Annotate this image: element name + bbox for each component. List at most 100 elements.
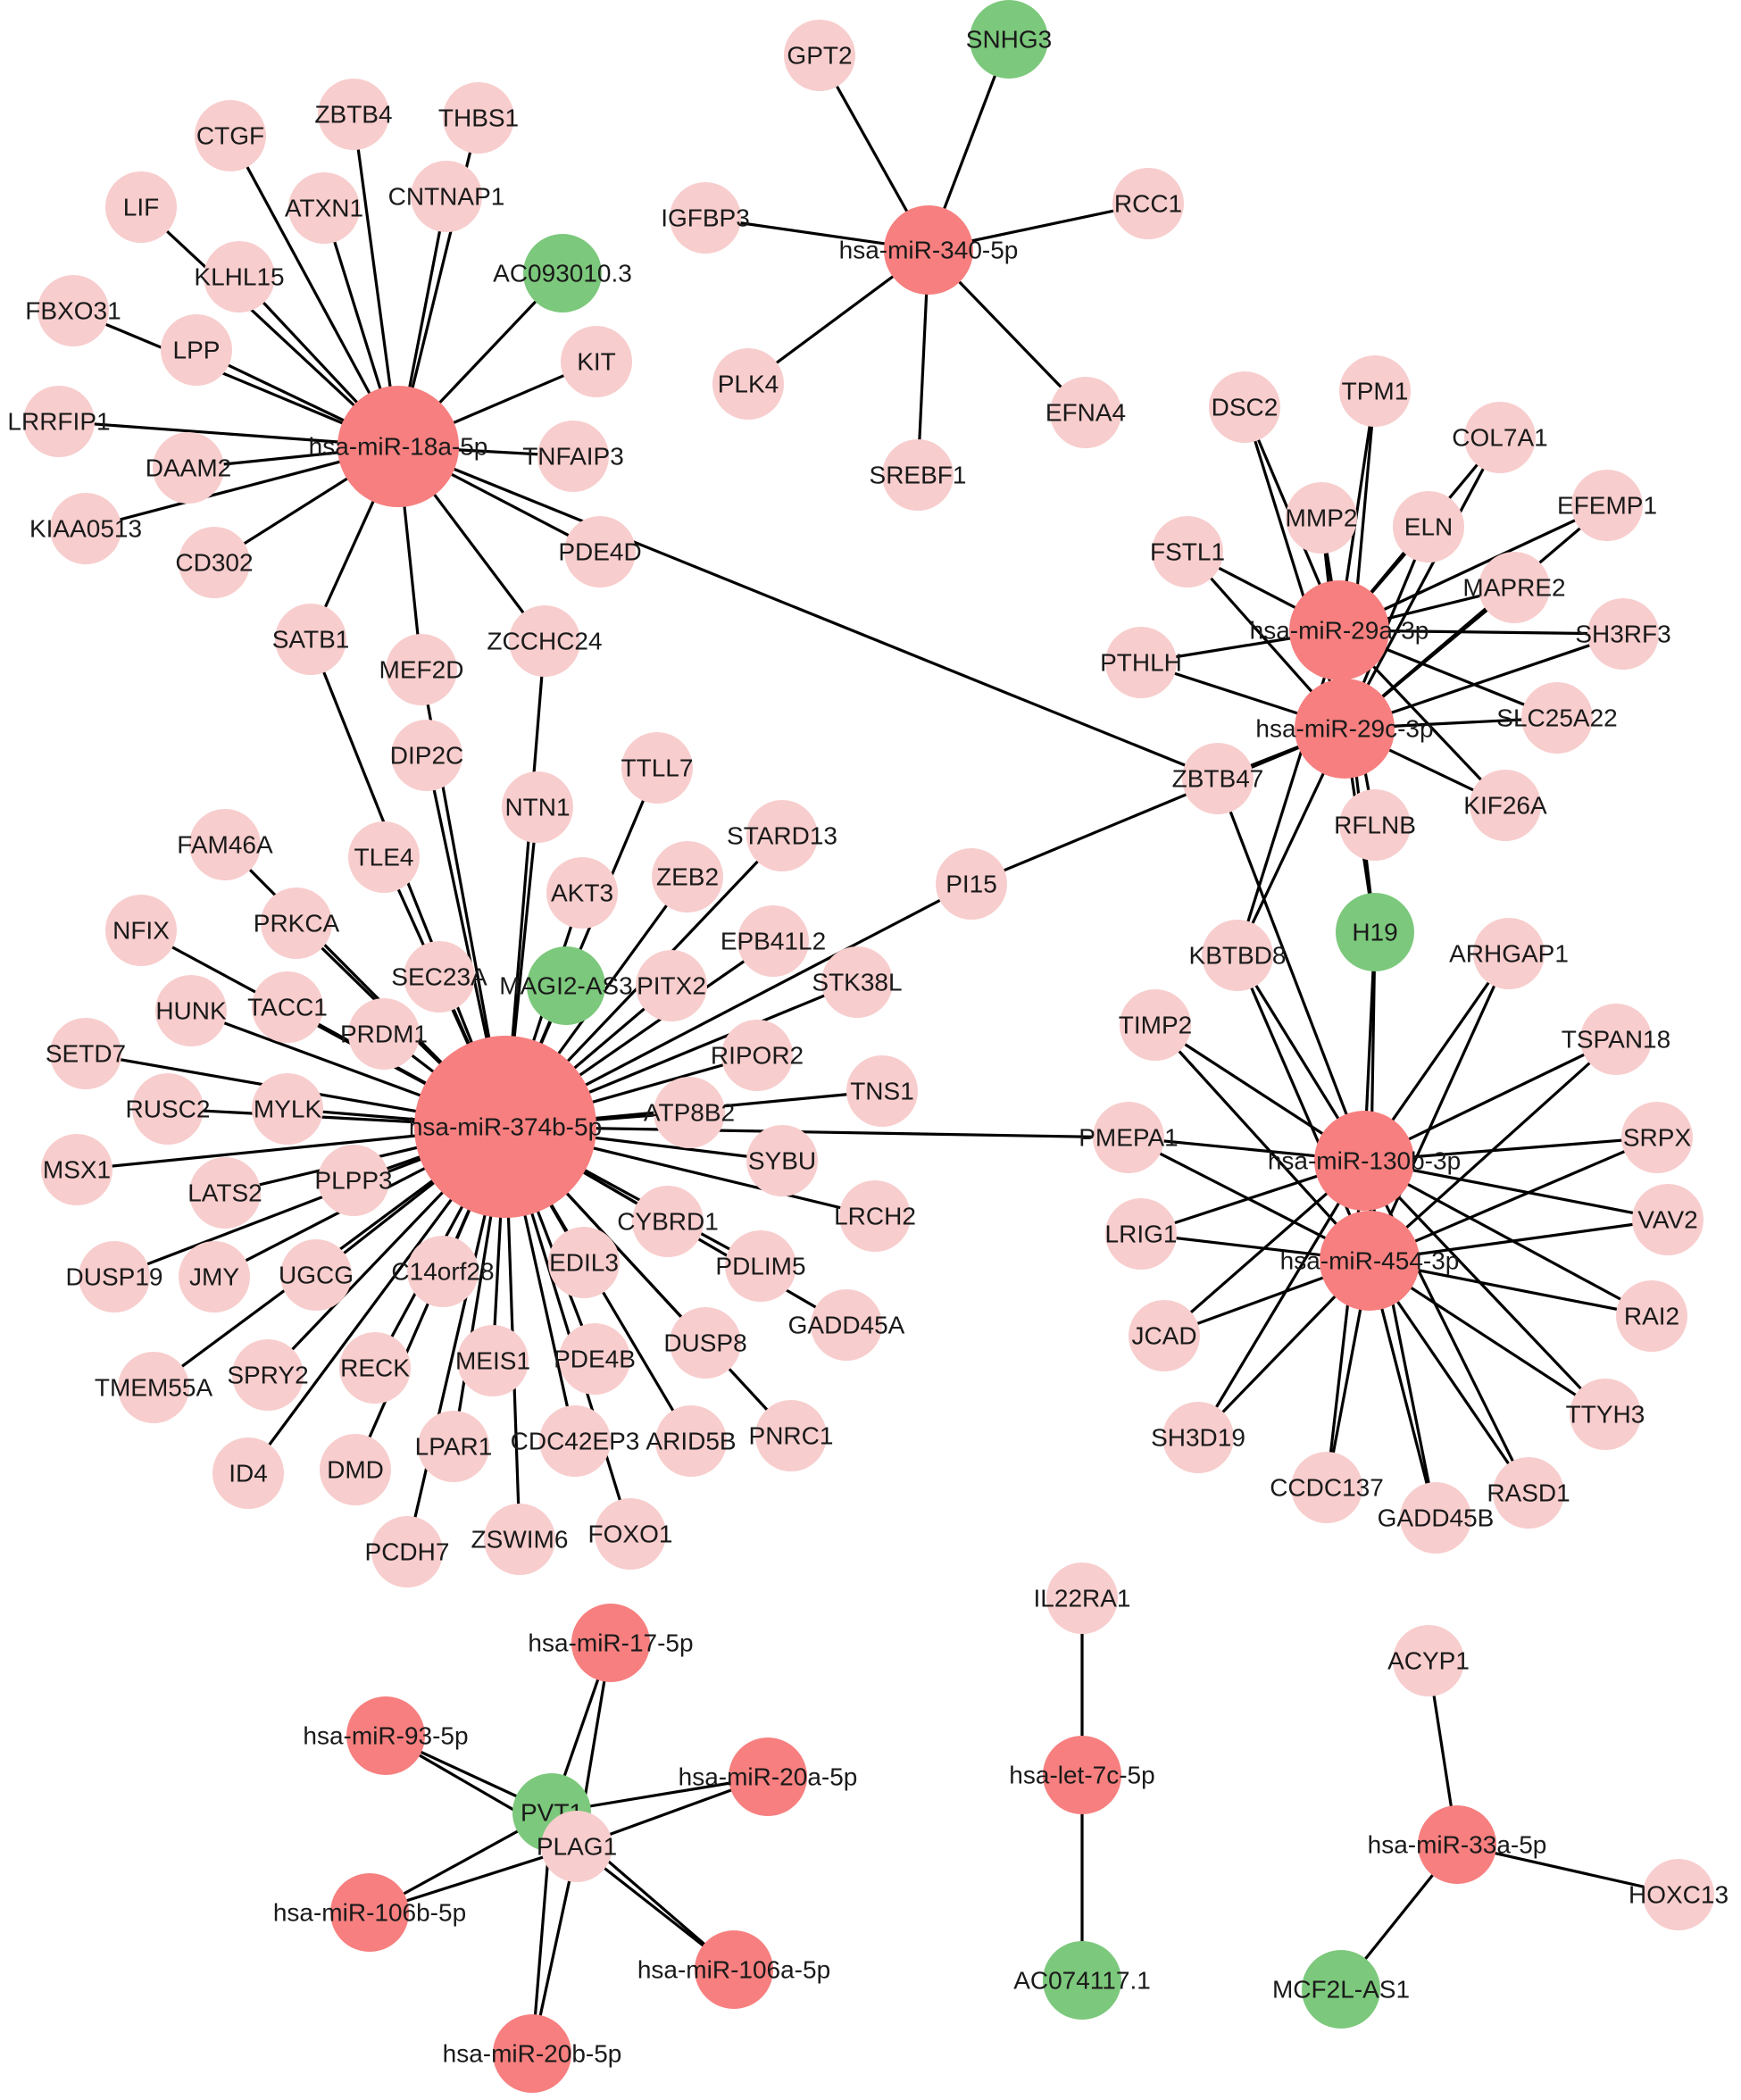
node-akt3: AKT3 — [546, 857, 618, 929]
mirna-node-circle — [729, 1738, 807, 1816]
node-plag1: PLAG1 — [537, 1811, 617, 1882]
node-label: PMEPA1 — [1079, 1124, 1179, 1152]
mrna-node-circle — [118, 1352, 189, 1423]
node-zbtb47: ZBTB47 — [1172, 743, 1263, 814]
mrna-node-circle — [212, 1438, 284, 1509]
node-mapre2: MAPRE2 — [1462, 552, 1566, 623]
node-label: FOXO1 — [588, 1521, 673, 1548]
node-dusp19: DUSP19 — [66, 1241, 163, 1312]
edge-hsa-mir-130b-3p-to-sh3d19 — [1196, 1160, 1366, 1438]
node-label: TNS1 — [850, 1078, 914, 1105]
node-timp2: TIMP2 — [1119, 989, 1192, 1061]
node-label: IGFBP3 — [661, 204, 750, 232]
node-epb41l2: EPB41L2 — [721, 905, 826, 977]
node-label: FSTL1 — [1150, 538, 1225, 566]
mrna-node-circle — [318, 79, 389, 150]
node-label: TIMP2 — [1119, 1012, 1192, 1039]
mrna-node-circle — [746, 1125, 818, 1196]
mrna-node-circle — [539, 1405, 611, 1477]
node-hsa-mir-29a-3p: hsa-miR-29a-3p — [1250, 580, 1429, 680]
node-c14orf28: C14orf28 — [391, 1236, 495, 1307]
mrna-node-circle — [654, 1077, 725, 1148]
node-gadd45a: GADD45A — [788, 1289, 905, 1361]
mrna-node-circle — [391, 720, 462, 791]
node-gadd45b: GADD45B — [1378, 1482, 1495, 1554]
node-foxo1: FOXO1 — [588, 1498, 673, 1570]
node-mylk: MYLK — [252, 1073, 323, 1145]
node-label: ID4 — [229, 1460, 268, 1488]
mirna-node-circle — [1043, 1736, 1121, 1814]
node-label: LATS2 — [187, 1179, 262, 1207]
node-hsa-mir-33a-5p: hsa-miR-33a-5p — [1368, 1805, 1546, 1884]
mrna-node-circle — [1202, 920, 1273, 991]
node-label: TSPAN18 — [1562, 1026, 1670, 1054]
node-label: ATP8B2 — [644, 1099, 735, 1127]
node-label: TNFAIP3 — [522, 443, 624, 471]
edge-hsa-mir-29c-3p-to-pi15 — [970, 727, 1345, 886]
mrna-node-circle — [1209, 371, 1280, 443]
mrna-node-circle — [595, 1498, 666, 1570]
node-rcc1: RCC1 — [1112, 168, 1184, 239]
mrna-node-circle — [37, 275, 109, 346]
node-label: PRKCA — [254, 910, 340, 938]
node-label: hsa-miR-130b-3p — [1268, 1147, 1461, 1175]
edge-hsa-mir-454-3p-to-tspan18 — [1368, 1038, 1618, 1262]
node-label: LPAR1 — [415, 1433, 493, 1461]
node-label: ATXN1 — [285, 195, 363, 222]
node-atxn1: ATXN1 — [285, 172, 363, 244]
node-dsc2: DSC2 — [1209, 371, 1280, 443]
node-label: PITX2 — [637, 972, 706, 1000]
mrna-node-circle — [195, 100, 266, 171]
node-label: hsa-miR-18a-5p — [309, 433, 488, 461]
node-label: VAV2 — [1637, 1206, 1697, 1234]
node-label: SNHG3 — [966, 26, 1052, 54]
node-label: ZBTB4 — [314, 101, 392, 129]
mrna-node-circle — [1473, 918, 1545, 989]
mrna-node-circle — [541, 1811, 612, 1882]
node-spry2: SPRY2 — [227, 1339, 309, 1411]
node-ripor2: RIPOR2 — [711, 1020, 804, 1091]
node-label: GADD45B — [1378, 1504, 1495, 1532]
node-fbxo31: FBXO31 — [25, 275, 121, 346]
node-label: CDC42EP3 — [511, 1428, 640, 1455]
node-label: JCAD — [1131, 1322, 1196, 1350]
edge-hsa-mir-454-3p-to-srpx — [1369, 1136, 1658, 1262]
node-setd7: SETD7 — [46, 1018, 126, 1089]
mrna-node-circle — [561, 326, 632, 397]
node-ac074117-1: AC074117.1 — [1013, 1941, 1151, 2020]
node-pdlim5: PDLIM5 — [715, 1230, 806, 1302]
mrna-node-circle — [1112, 168, 1184, 239]
mrna-node-circle — [755, 1400, 827, 1471]
node-tmem55a: TMEM55A — [95, 1352, 213, 1423]
mrna-node-circle — [484, 1504, 555, 1575]
node-label: RECK — [340, 1354, 410, 1382]
node-label: MCF2L-AS1 — [1272, 1976, 1410, 2004]
node-pitx2: PITX2 — [636, 950, 707, 1021]
node-label: FBXO31 — [25, 297, 121, 325]
node-label: EFNA4 — [1045, 399, 1126, 427]
mrna-node-circle — [339, 1332, 411, 1404]
node-label: TMEM55A — [95, 1374, 213, 1402]
mrna-node-circle — [725, 1230, 796, 1302]
node-hoxc13: HOXC13 — [1629, 1859, 1729, 1930]
node-prkca: PRKCA — [254, 888, 340, 959]
node-dusp8: DUSP8 — [663, 1307, 747, 1379]
mrna-node-circle — [636, 950, 707, 1021]
mrna-node-circle — [509, 605, 580, 677]
edge-hsa-mir-454-3p-to-timp2 — [1154, 1023, 1371, 1262]
node-label: DUSP19 — [66, 1263, 163, 1291]
node-label: SLC25A22 — [1496, 704, 1617, 732]
node-label: SYBU — [748, 1147, 816, 1175]
node-tns1: TNS1 — [846, 1055, 918, 1127]
mrna-node-circle — [348, 998, 420, 1070]
node-tpm1: TPM1 — [1339, 355, 1411, 427]
node-plk4: PLK4 — [712, 348, 784, 420]
node-mef2d: MEF2D — [379, 634, 463, 705]
mrna-node-circle — [1046, 1562, 1118, 1634]
mrna-node-circle — [50, 1018, 121, 1089]
node-label: hsa-miR-374b-5p — [409, 1113, 602, 1141]
node-rasd1: RASD1 — [1487, 1457, 1570, 1529]
node-label: MAGI2-AS3 — [499, 972, 632, 1000]
mrna-node-circle — [1339, 789, 1411, 861]
node-label: hsa-miR-20a-5p — [679, 1763, 858, 1791]
